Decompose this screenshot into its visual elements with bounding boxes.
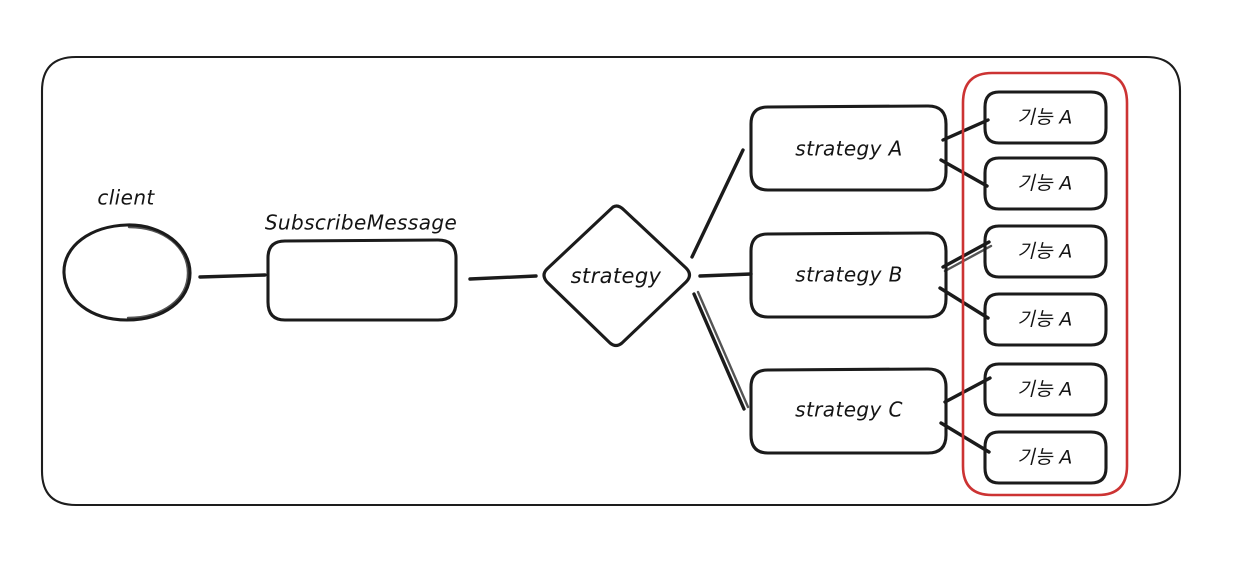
node-strategy-b-label: strategy B bbox=[795, 263, 903, 287]
node-strategy-decision[interactable] bbox=[542, 204, 692, 348]
connector-strategy-c-to-function-6 bbox=[939, 421, 991, 454]
node-strategy-c-label: strategy C bbox=[795, 398, 903, 422]
node-function-2[interactable] bbox=[983, 156, 1108, 211]
node-function-6[interactable] bbox=[983, 430, 1108, 485]
node-function-2-label: 기능 A bbox=[1017, 173, 1073, 195]
node-function-1-label: 기능 A bbox=[1017, 107, 1073, 129]
connector-strategy-b-to-function-3 bbox=[941, 240, 993, 273]
node-subscribe-message-label: SubscribeMessage bbox=[265, 211, 457, 235]
node-subscribe-message[interactable] bbox=[266, 238, 458, 322]
node-strategy-a[interactable] bbox=[749, 104, 948, 192]
node-function-3[interactable] bbox=[983, 224, 1108, 279]
node-strategy-decision-label: strategy bbox=[571, 264, 662, 288]
system-boundary bbox=[40, 55, 1182, 507]
node-function-1[interactable] bbox=[983, 90, 1108, 145]
connector-message-to-decision bbox=[468, 274, 538, 281]
connector-strategy-a-to-function-1 bbox=[941, 118, 990, 142]
node-client[interactable] bbox=[62, 223, 192, 322]
connector-client-to-message bbox=[198, 273, 267, 279]
node-strategy-c[interactable] bbox=[749, 367, 948, 455]
node-client-label: client bbox=[97, 186, 155, 210]
node-function-6-label: 기능 A bbox=[1017, 447, 1073, 469]
node-function-4-label: 기능 A bbox=[1017, 309, 1073, 331]
node-strategy-b[interactable] bbox=[749, 231, 948, 319]
node-function-5[interactable] bbox=[983, 362, 1108, 417]
node-function-5-label: 기능 A bbox=[1017, 379, 1073, 401]
node-function-4[interactable] bbox=[983, 292, 1108, 347]
function-group-highlight bbox=[961, 71, 1129, 497]
connector-decision-to-strategy-a bbox=[690, 148, 745, 259]
node-function-3-label: 기능 A bbox=[1017, 241, 1073, 263]
connector-decision-to-strategy-b bbox=[698, 272, 753, 278]
node-strategy-a-label: strategy A bbox=[795, 137, 902, 161]
connector-decision-to-strategy-c bbox=[692, 290, 750, 411]
connector-strategy-c-to-function-5 bbox=[943, 376, 992, 404]
